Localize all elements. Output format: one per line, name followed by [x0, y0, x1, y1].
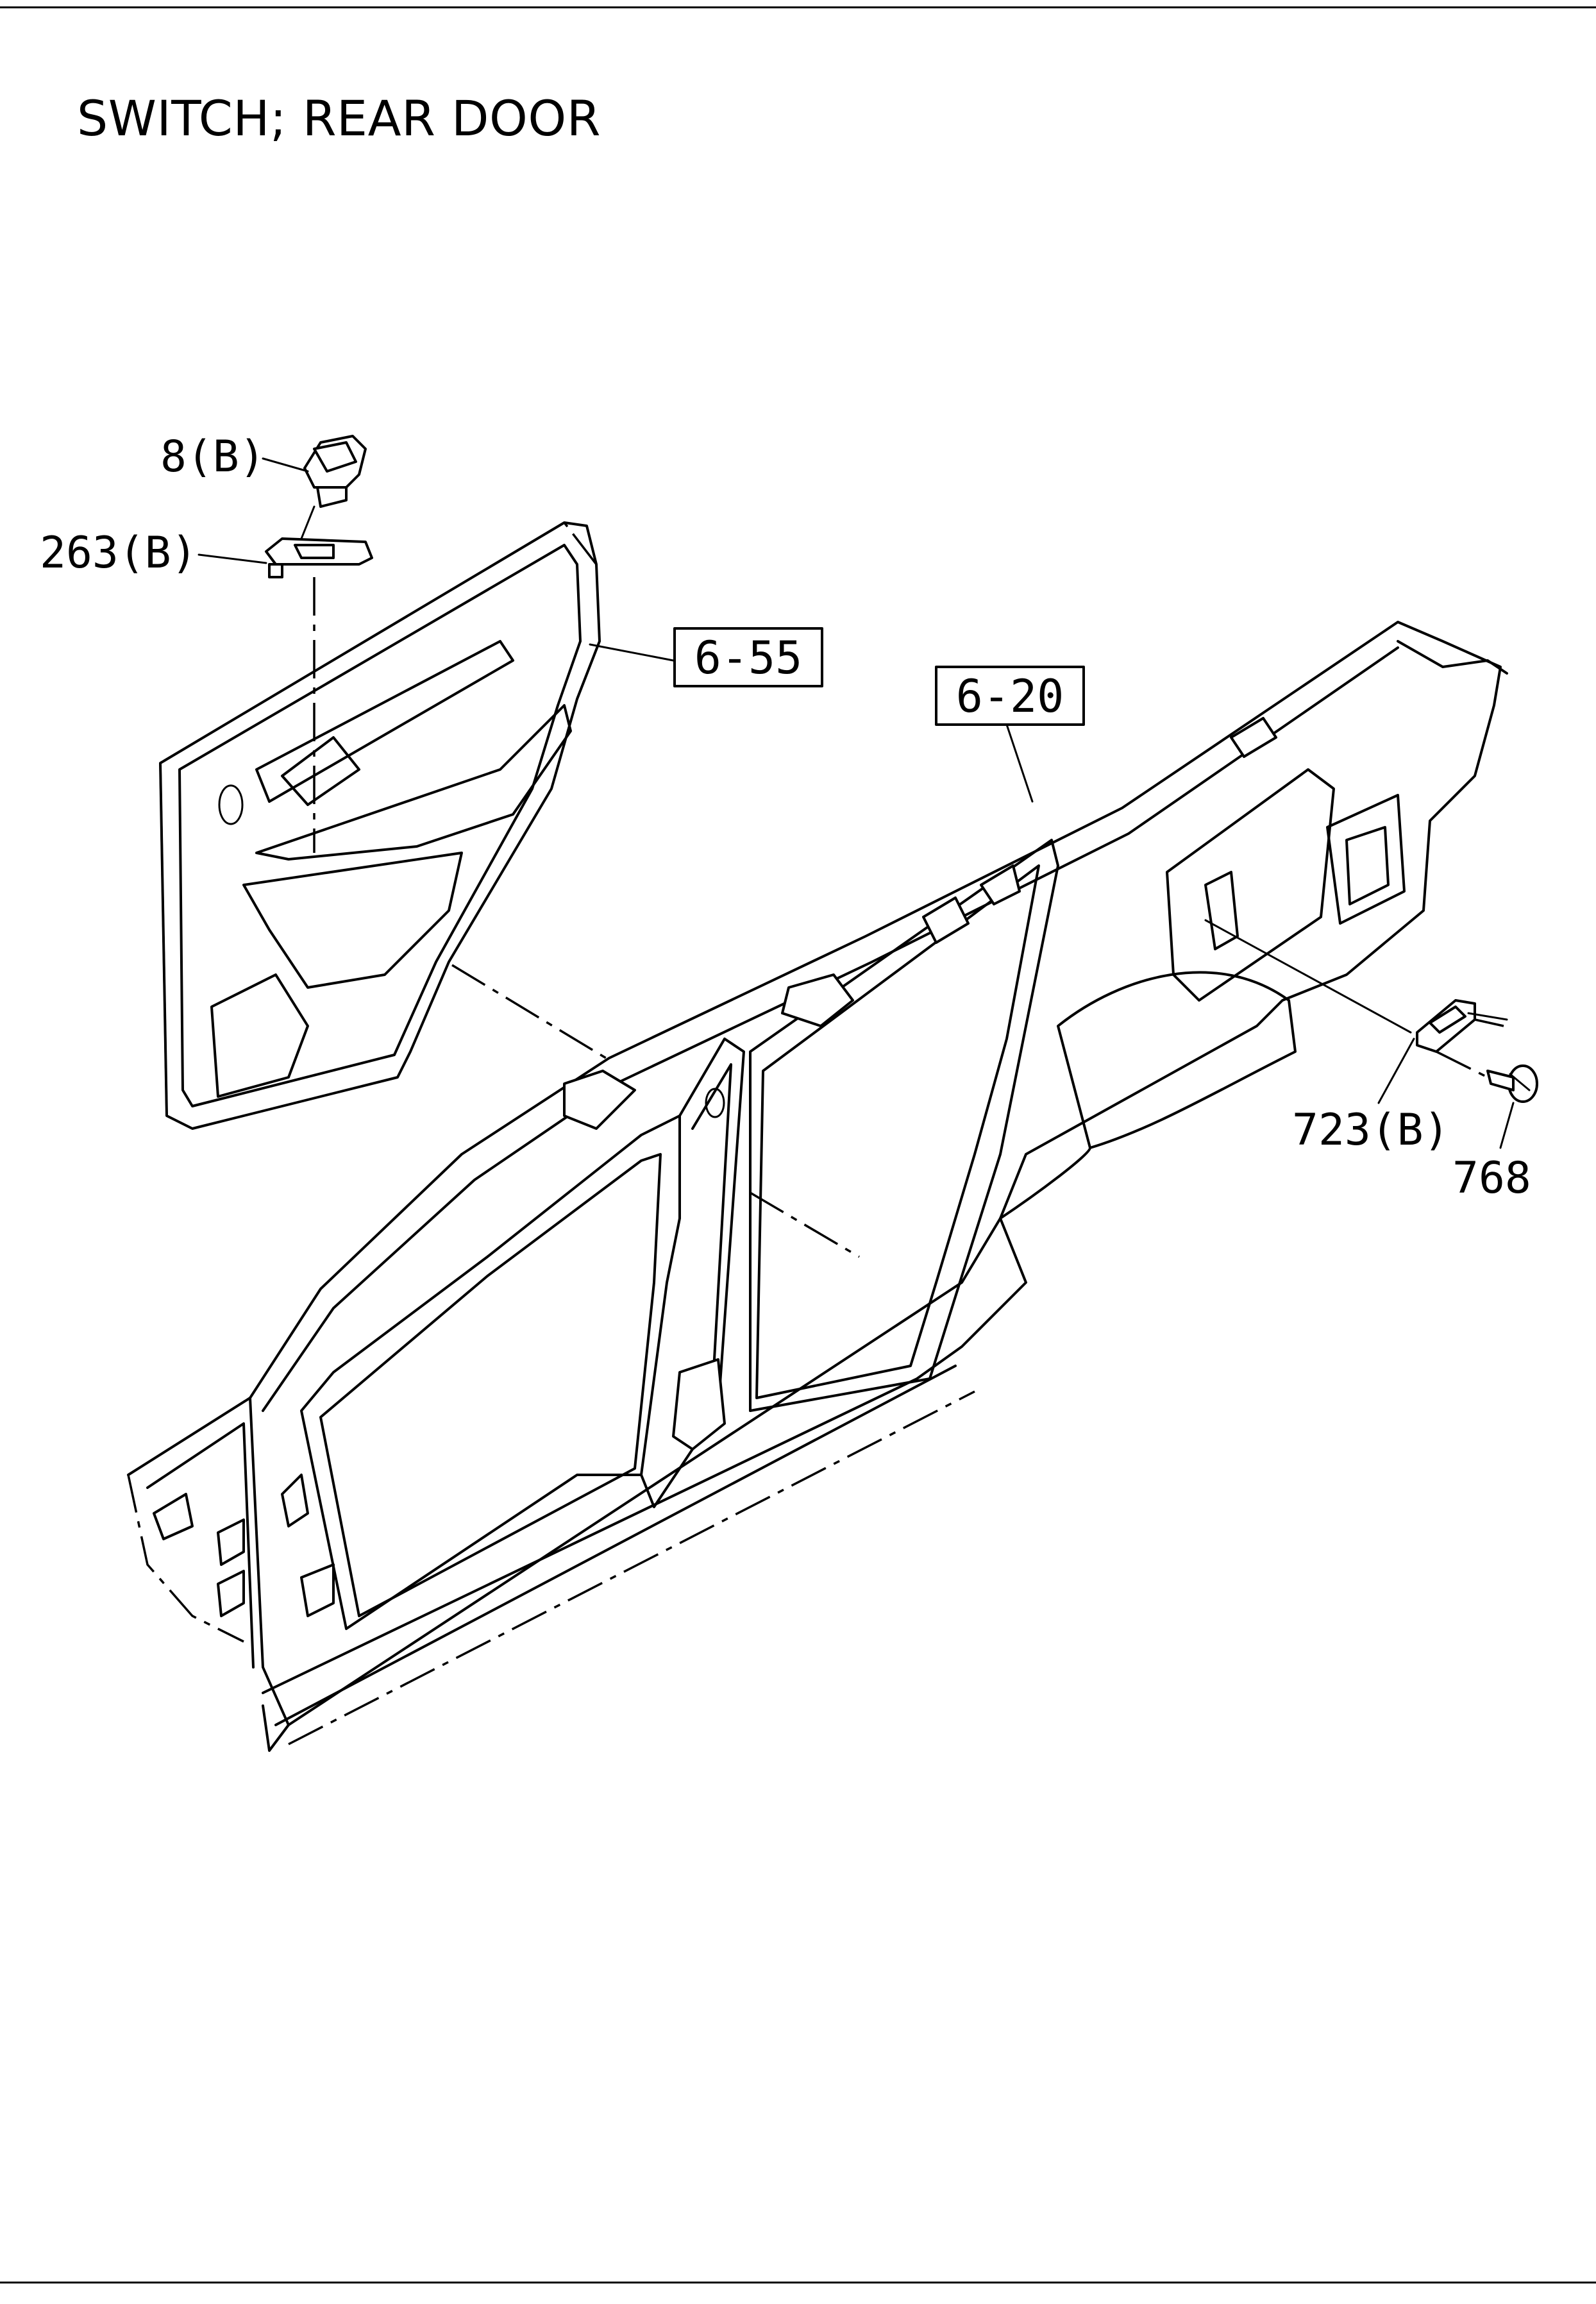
- screw-part: [1486, 1064, 1538, 1103]
- rear-door-switch: [303, 435, 367, 508]
- leader-263: [197, 553, 267, 564]
- callout-263: 263(B): [40, 528, 197, 578]
- switch-bezel: [265, 537, 373, 578]
- leader-768: [1499, 1102, 1515, 1149]
- leader-6-20: [1005, 723, 1034, 803]
- callout-8: 8(B): [160, 432, 265, 482]
- page-title: SWITCH; REAR DOOR: [77, 90, 601, 147]
- leader-723-a: [1204, 919, 1412, 1034]
- ref-box-6-20: [935, 666, 1085, 726]
- callout-768: 768: [1452, 1153, 1531, 1204]
- clip-part: [1416, 999, 1508, 1053]
- clip-axis-line: [1436, 1050, 1488, 1079]
- rear-door-trim-panel: [159, 521, 601, 1130]
- top-border: [0, 6, 1596, 8]
- clip-axis-line-2: [1474, 1018, 1504, 1027]
- leader-723-b: [1377, 1038, 1415, 1104]
- leader-8-down: [300, 505, 315, 540]
- leader-8: [262, 457, 309, 473]
- callout-723: 723(B): [1292, 1105, 1450, 1156]
- ref-label-6-55: 6-55: [694, 632, 803, 684]
- ref-box-6-55: [673, 627, 823, 687]
- bottom-border: [0, 2282, 1596, 2283]
- leader-6-55: [589, 643, 675, 662]
- ref-label-6-20: 6-20: [956, 670, 1064, 723]
- body-side-panel: [127, 621, 1508, 1752]
